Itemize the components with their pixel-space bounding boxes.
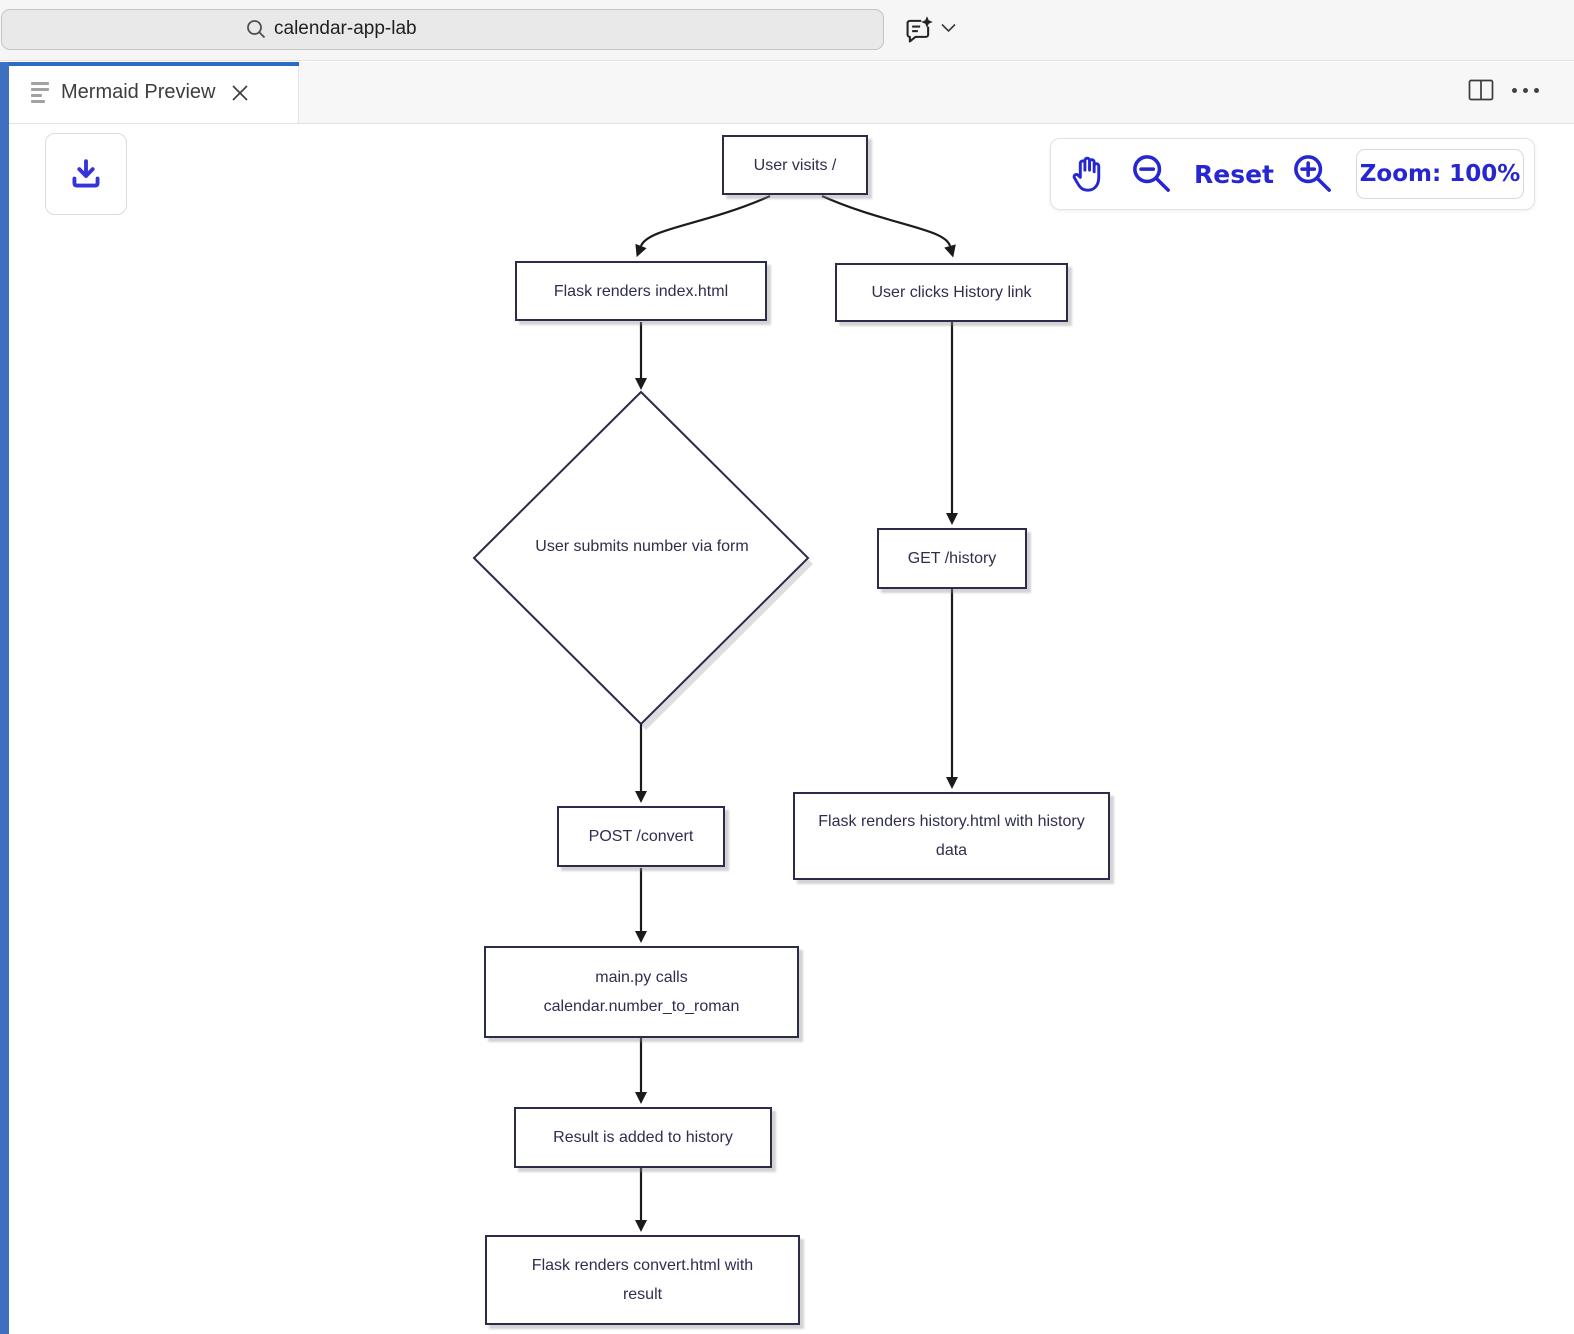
command-center-search[interactable] (1, 9, 884, 50)
search-input-value[interactable]: calendar-app-lab (274, 18, 417, 39)
pan-hand-icon[interactable] (1065, 139, 1111, 209)
copilot-icon[interactable] (903, 14, 935, 46)
download-button[interactable] (45, 133, 127, 215)
chevron-down-icon[interactable] (941, 23, 956, 33)
more-actions-icon[interactable] (1512, 88, 1539, 93)
node-user-submits-number: User submits number via form (535, 538, 749, 555)
preview-icon (31, 82, 49, 103)
active-tab-accent (9, 62, 299, 66)
node-flask-renders-history: Flask renders history.html with history … (793, 792, 1110, 880)
node-mainpy-calls: main.py calls calendar.number_to_roman (484, 946, 799, 1038)
editor-group-border (0, 62, 9, 1334)
zoom-in-icon[interactable] (1285, 139, 1341, 209)
node-flask-renders-convert: Flask renders convert.html with result (485, 1235, 800, 1325)
diamond-shadow (479, 398, 813, 730)
reset-button[interactable]: Reset (1194, 159, 1274, 189)
diagram-zoom-toolbar: Reset Zoom: 100% (1050, 138, 1535, 210)
node-get-history: GET /history (877, 528, 1027, 589)
download-icon (68, 156, 104, 192)
decision-diamond (472, 390, 810, 726)
node-user-clicks-history: User clicks History link (835, 263, 1068, 322)
tab-mermaid-preview[interactable]: Mermaid Preview (9, 62, 299, 123)
close-icon[interactable] (231, 84, 249, 102)
tab-label: Mermaid Preview (61, 81, 216, 103)
search-icon (245, 18, 267, 40)
zoom-out-icon[interactable] (1127, 139, 1177, 209)
title-bar: calendar-app-lab (0, 0, 1574, 61)
zoom-level-badge: Zoom: 100% (1356, 149, 1524, 199)
node-flask-renders-index: Flask renders index.html (515, 261, 767, 321)
node-user-visits: User visits / (722, 135, 868, 195)
node-result-added-history: Result is added to history (514, 1107, 772, 1168)
node-post-convert: POST /convert (557, 806, 725, 867)
split-editor-icon[interactable] (1468, 79, 1494, 101)
